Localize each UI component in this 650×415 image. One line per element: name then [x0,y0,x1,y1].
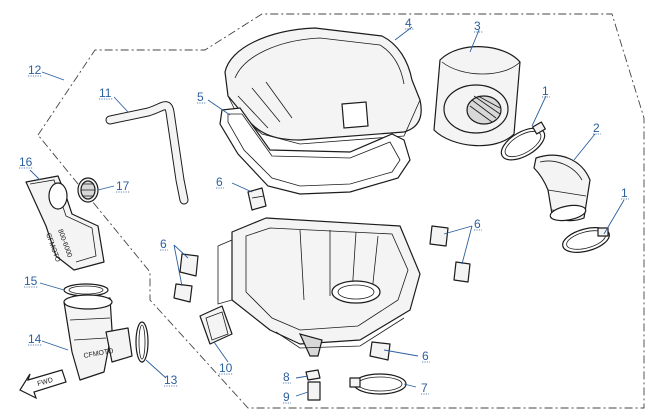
air-inlet-duct: CFMOTO 800-6000 [25,175,105,271]
cover-gasket [219,107,411,195]
duct-gasket-ring [63,283,109,297]
callout-7: 7 [421,381,428,395]
air-filter-element [433,46,521,147]
intake-boot [533,154,591,222]
callout-13: 13 [164,373,178,387]
airbox-cover [224,27,422,145]
assembly-boundary [37,13,645,409]
callout-12: 12 [28,63,42,77]
callout-labels: 4 3 1 2 1 5 11 12 6 6 6 6 7 8 9 10 13 14 [19,16,629,404]
callout-14: 14 [28,332,42,346]
clip-right-pair [429,225,471,283]
callout-6-top: 6 [216,175,223,189]
callout-5: 5 [197,90,204,104]
callout-2: 2 [593,121,600,135]
callout-15: 15 [24,274,38,288]
intake-adapter: CFMOTO [63,294,133,381]
clip-top [247,187,267,211]
callout-11: 11 [99,86,112,100]
callout-10: 10 [219,361,233,375]
callout-6-left: 6 [160,237,167,251]
forward-arrow: FWD [19,369,67,400]
hose-clamp-bottom [349,373,407,395]
hose-clamp-lower [562,227,610,253]
callout-4: 4 [405,16,412,30]
callout-6-right: 6 [474,217,481,231]
clip-bottom [369,341,391,361]
callout-1-lower: 1 [621,186,628,200]
leader-lines [29,26,625,397]
callout-17: 17 [116,179,130,193]
callout-9: 9 [283,390,290,404]
small-clamp [135,321,149,363]
drain-tube [199,305,233,345]
callout-3: 3 [474,19,481,33]
hose-clamp-upper [500,121,546,161]
breather-hose [105,101,189,205]
airbox-housing [217,217,421,357]
inlet-screen [77,177,99,203]
callout-6-bottom: 6 [422,349,429,363]
clip-left-pair [173,253,199,303]
drain-plug-clip [305,369,321,381]
callout-1-upper: 1 [542,84,549,98]
callout-8: 8 [283,370,290,384]
fwd-label: FWD [37,377,54,388]
drain-plug [307,381,321,401]
callout-16: 16 [19,155,33,169]
